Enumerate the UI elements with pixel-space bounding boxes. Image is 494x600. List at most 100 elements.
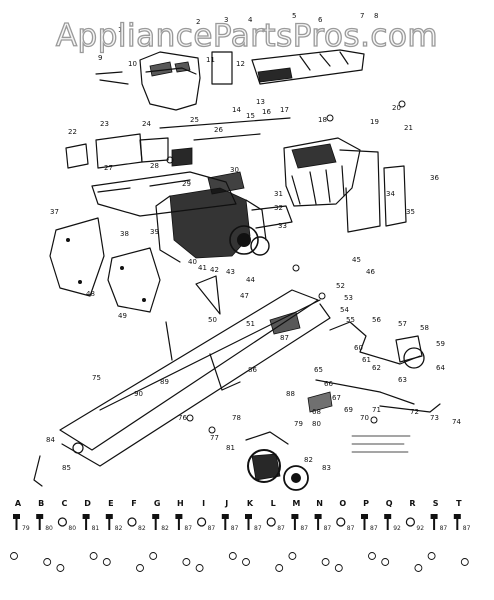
part-label-89: 89: [160, 378, 169, 386]
part-label-63: 63: [398, 376, 407, 384]
part-label-80: 80: [312, 420, 321, 428]
part-label-78: 78: [232, 414, 241, 422]
side-panel-25: [383, 165, 407, 227]
part-label-70: 70: [360, 414, 369, 422]
part-label-9: 9: [98, 54, 102, 62]
hardware-letter-C: C: [61, 499, 67, 508]
hardware-number-T: 87: [463, 525, 471, 532]
part-label-10: 10: [128, 60, 137, 68]
catcher-opening: [291, 143, 337, 169]
hardware-bolt-head-S: [430, 514, 438, 519]
hardware-letter-H: H: [177, 499, 184, 508]
part-label-72: 72: [410, 408, 419, 416]
part-label-42: 42: [210, 266, 219, 274]
hardware-number-K: 87: [254, 525, 262, 532]
hardware-nut-E: [102, 558, 111, 566]
part-label-32: 32: [274, 204, 283, 212]
hardware-number-Q: 92: [393, 525, 401, 532]
hardware-nut-A: [10, 552, 18, 560]
top-panel-slot: [257, 67, 293, 83]
hardware-number-E: 82: [115, 525, 123, 532]
part-label-67: 67: [332, 394, 341, 402]
hardware-bolt-head-Q: [384, 514, 392, 519]
carburetor: [207, 171, 245, 195]
part-label-31: 31: [274, 190, 283, 198]
part-label-7: 7: [360, 12, 364, 20]
washer-2: [166, 156, 174, 164]
hardware-bolt-head-T: [453, 514, 461, 519]
top-plate: [211, 51, 233, 85]
hood-rods: [95, 71, 129, 85]
part-label-13: 13: [256, 98, 265, 106]
front-end: [33, 455, 43, 487]
hardware-bolt-head-G: [152, 514, 160, 519]
part-label-81: 81: [226, 444, 235, 452]
hardware-bolt-head-M: [291, 514, 299, 519]
linkage-wheel: [403, 347, 425, 369]
part-label-62: 62: [372, 364, 381, 372]
hardware-letter-N: N: [316, 499, 323, 508]
hardware-bolt-head-N: [314, 514, 322, 519]
hardware-letter-L: L: [271, 499, 276, 508]
hardware-number-I: 87: [208, 525, 216, 532]
hardware-number-J: 87: [231, 525, 239, 532]
hardware-number-F: 82: [138, 525, 146, 532]
hardware-letter-F: F: [131, 499, 136, 508]
part-label-2: 2: [196, 18, 200, 26]
hardware-washer-C: [57, 517, 68, 527]
top-panel-ribs: [299, 51, 349, 71]
part-label-39: 39: [150, 228, 159, 236]
hardware-number-M: 87: [300, 525, 308, 532]
plate-hole-2: [120, 266, 124, 270]
part-label-79: 79: [294, 420, 303, 428]
part-label-18: 18: [318, 116, 327, 124]
part-label-35: 35: [406, 208, 415, 216]
part-label-88: 88: [286, 390, 295, 398]
lower-link-2: [379, 403, 441, 413]
linkage-rod: [329, 321, 421, 365]
hardware-bolt-head-J: [221, 514, 229, 519]
gear-67: [247, 449, 281, 483]
block-small: [171, 147, 193, 167]
part-label-33: 33: [278, 222, 287, 230]
hardware-nut-F: [136, 564, 144, 572]
catcher-ribs: [291, 165, 345, 205]
hardware-letter-T: T: [456, 499, 462, 508]
part-label-29: 29: [182, 180, 191, 188]
part-label-28: 28: [150, 162, 159, 170]
chassis-rail-top: [59, 289, 319, 451]
hardware-letter-E: E: [108, 499, 113, 508]
part-label-86: 86: [248, 366, 257, 374]
hood-shroud: [139, 51, 201, 111]
plate-hole-0: [66, 238, 70, 242]
hardware-number-L: 87: [277, 525, 285, 532]
pulley-small: [250, 236, 270, 256]
bracket-40: [195, 275, 221, 315]
part-label-21: 21: [404, 124, 413, 132]
hood-vent-2: [174, 61, 191, 73]
hardware-bolt-head-E: [105, 514, 113, 519]
part-label-54: 54: [340, 306, 349, 314]
box-12: [65, 143, 89, 169]
hardware-letter-O: O: [339, 499, 346, 508]
hardware-number-D: 81: [92, 525, 100, 532]
parts-drawing: [33, 49, 441, 491]
part-label-16: 16: [262, 108, 271, 116]
plate-hole-1: [78, 280, 82, 284]
washer-0: [398, 100, 406, 108]
plate-hole-3: [142, 298, 146, 302]
hardware-nut-G: [149, 552, 158, 560]
hardware-nut-K: [242, 558, 250, 566]
control-rod: [159, 117, 291, 129]
part-label-5: 5: [292, 12, 296, 20]
lower-link: [315, 379, 415, 405]
part-label-30: 30: [230, 166, 239, 174]
washer-5: [186, 414, 194, 422]
hardware-letter-A: A: [15, 499, 22, 508]
part-label-87: 87: [280, 334, 289, 342]
part-label-20: 20: [392, 104, 401, 112]
part-label-51: 51: [246, 320, 255, 328]
steering-post: [165, 321, 173, 361]
hardware-nut-M: [288, 552, 297, 560]
main-plate-edge: [97, 179, 191, 193]
